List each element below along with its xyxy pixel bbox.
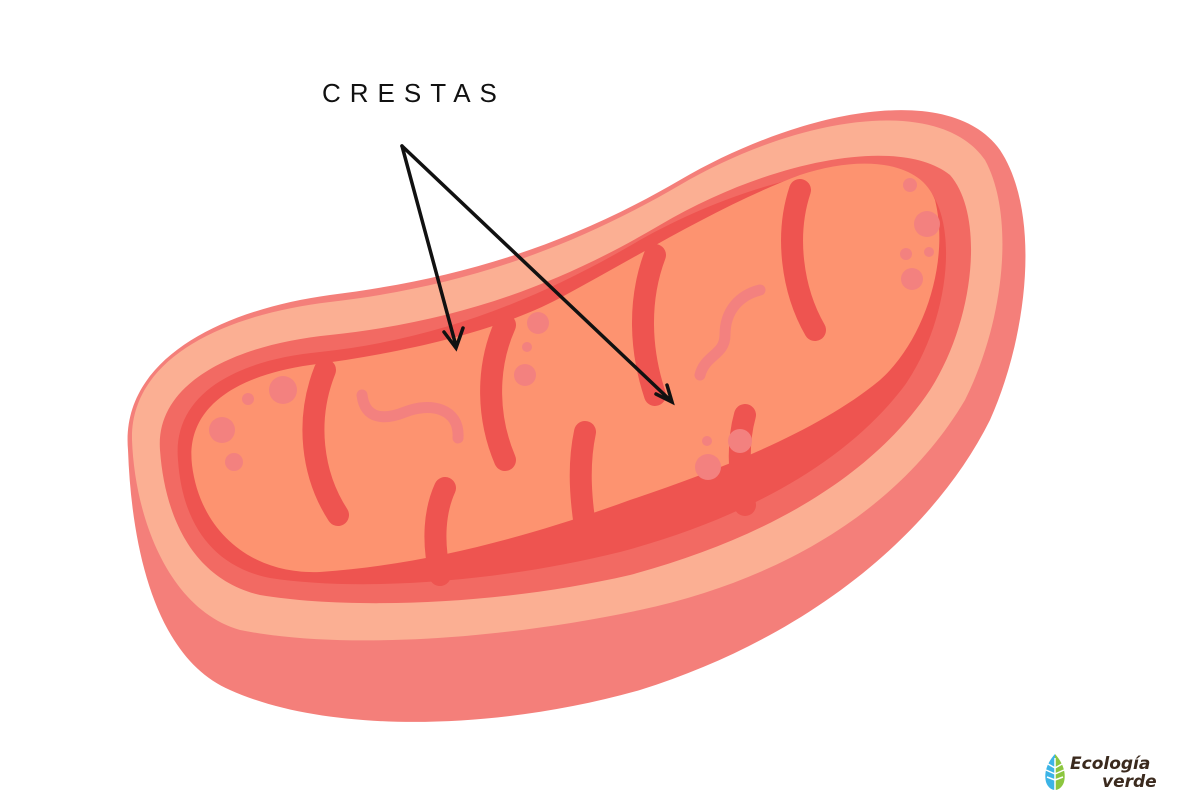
ecologia-verde-logo: Ecología verde	[1042, 752, 1192, 796]
logo-text-line1: Ecología	[1070, 754, 1151, 774]
matrix	[191, 163, 940, 573]
arrow-to-crista-center	[400, 144, 672, 402]
cristae-squiggles	[356, 284, 766, 444]
crestas-label: CRESTAS	[322, 78, 506, 108]
logo-text-line2: verde	[1102, 772, 1157, 792]
leaf-icon	[1045, 754, 1065, 790]
arrow-to-crista-left	[400, 144, 458, 348]
pointer-arrows	[400, 144, 675, 406]
granules	[209, 178, 940, 480]
